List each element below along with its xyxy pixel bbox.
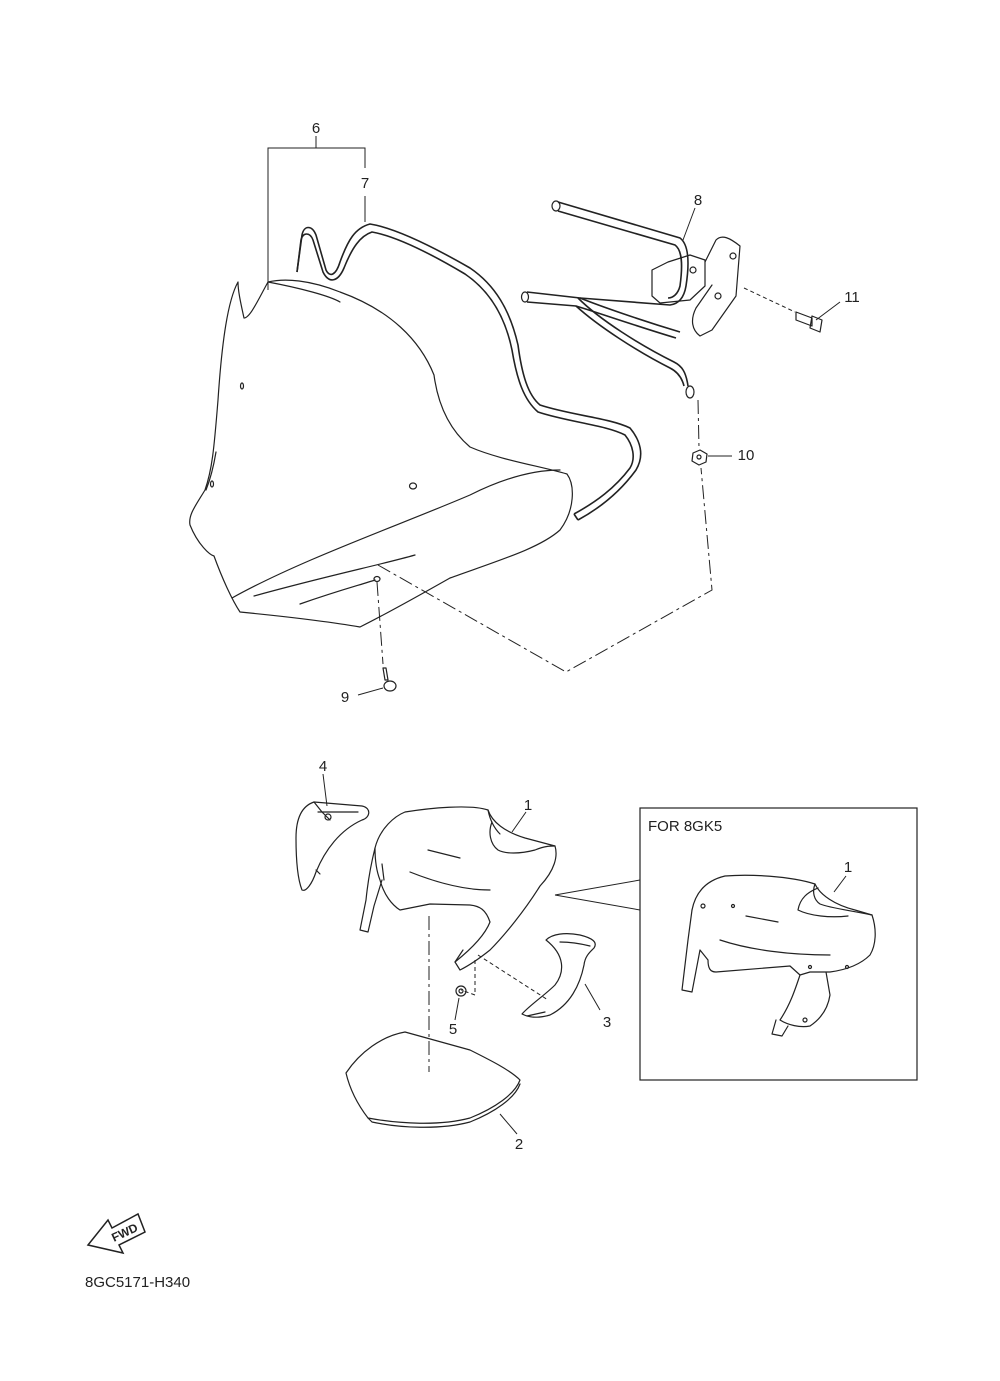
callout-10: 10 [738, 447, 755, 464]
inset-callout-1: 1 [844, 859, 852, 876]
inset-title: FOR 8GK5 [648, 818, 722, 835]
side-cover-4 [295, 801, 370, 891]
callout-7: 7 [361, 175, 369, 192]
callout-2: 2 [515, 1136, 523, 1153]
inner-panel-3 [521, 933, 596, 1018]
callout-5: 5 [449, 1021, 457, 1038]
callout-4: 4 [319, 758, 327, 775]
callout-11: 11 [844, 289, 860, 306]
panel-2 [345, 1031, 521, 1128]
screw-9 [382, 667, 397, 692]
callout-1: 1 [524, 797, 532, 814]
bolt-11 [795, 311, 823, 333]
stay-bracket [520, 200, 741, 399]
callout-9: 9 [341, 689, 349, 706]
inset-frame [639, 807, 918, 1081]
fwd-arrow-icon: FWD [86, 1212, 146, 1255]
callout-3: 3 [603, 1014, 611, 1031]
nut-5 [455, 985, 467, 997]
inset-8gk5: FOR 8GK5 1 [554, 807, 918, 1081]
callout-8: 8 [694, 192, 702, 209]
front-cowl-1 [359, 806, 557, 971]
windscreen [189, 279, 573, 628]
nut-10 [691, 449, 708, 466]
windscreen-trim [296, 223, 642, 521]
callout-6: 6 [312, 120, 320, 137]
diagram-code: 8GC5171-H340 [85, 1274, 190, 1291]
